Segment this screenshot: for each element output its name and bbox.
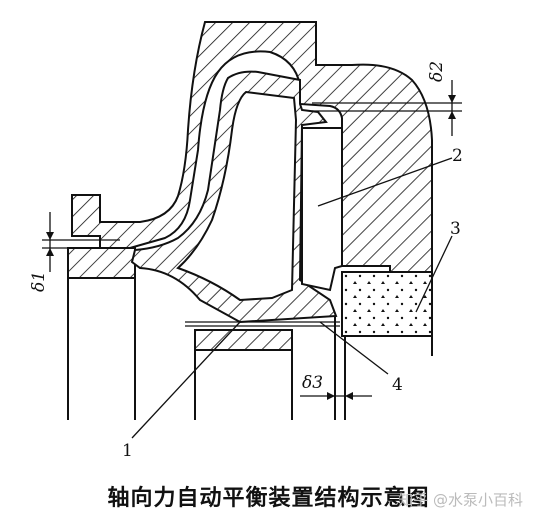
delta3-arrowhead-right <box>345 392 353 400</box>
seal-block <box>341 271 433 337</box>
leader-1 <box>131 321 241 439</box>
shaft-sleeve <box>194 329 293 351</box>
delta2-label: δ2 <box>427 61 447 82</box>
leader-3 <box>415 235 453 313</box>
impeller-channel <box>176 90 298 302</box>
delta3-label: δ3 <box>302 373 323 393</box>
balance-chamber <box>301 127 343 292</box>
delta2-arrowhead-top <box>448 95 456 103</box>
figure-caption: 轴向力自动平衡装置结构示意图 <box>107 486 430 511</box>
delta1-arrowhead-bottom <box>46 248 54 256</box>
delta1-arrowhead-top <box>46 232 54 240</box>
delta3-arrowhead-left <box>327 392 335 400</box>
delta2-arrowhead-bottom <box>448 111 456 119</box>
watermark: 知乎 @水泵小百科 <box>398 491 523 509</box>
suction-flange <box>67 247 136 279</box>
part-3-label: 3 <box>450 219 461 239</box>
part-1-label: 1 <box>122 441 133 461</box>
leader-2 <box>317 157 453 207</box>
part-2-label: 2 <box>452 146 463 166</box>
leader-4 <box>319 321 389 375</box>
delta1-label: δ1 <box>29 271 49 292</box>
part-4-label: 4 <box>392 375 403 395</box>
